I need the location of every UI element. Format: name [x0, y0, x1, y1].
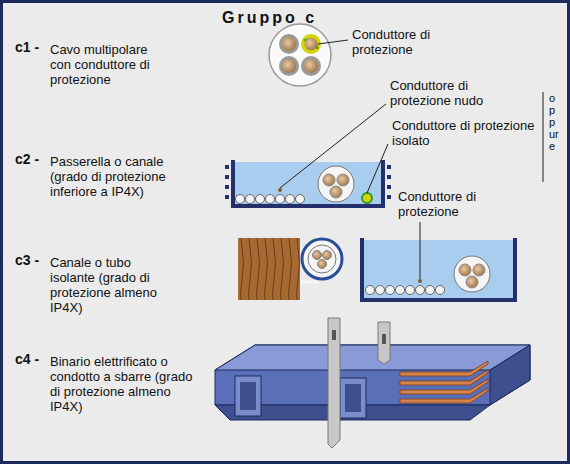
group-code: c1 -: [15, 40, 39, 55]
wire-section: [436, 286, 445, 295]
description: Cavo multipolare con conduttore di prote…: [50, 42, 170, 87]
callout-label: Conduttore di protezione: [352, 27, 492, 57]
description: Passerella o canale (grado di protezione…: [50, 154, 190, 199]
wire-section: [406, 286, 415, 295]
group-code: c3 -: [15, 253, 39, 268]
wire-section: [426, 286, 435, 295]
title: Gruppo c: [222, 10, 317, 25]
wire-section: [366, 286, 375, 295]
description: Canale o tubo isolante (grado di protezi…: [50, 255, 168, 315]
description: Binario elettrificato o condotto a sbarr…: [50, 354, 200, 414]
wire-section: [256, 195, 265, 204]
group-code: c2 -: [15, 152, 39, 167]
wire-section: [236, 195, 245, 204]
wire-section: [396, 286, 405, 295]
wire-section: [376, 286, 385, 295]
busbar: [400, 361, 488, 376]
callout-label: Conduttore di protezione: [398, 189, 518, 219]
callout-label: Conduttore di protezione isolato: [392, 118, 537, 148]
group-code: c4 -: [15, 352, 39, 367]
wire-section: [386, 286, 395, 295]
busbar: [400, 370, 488, 385]
busbar: [400, 388, 488, 403]
wire-section: [286, 195, 295, 204]
wire-section: [246, 195, 255, 204]
wire-section: [296, 195, 305, 204]
wire-section: [276, 195, 285, 204]
busbar: [400, 379, 488, 394]
alternative-note: oppure: [549, 92, 560, 152]
wire-section: [266, 195, 275, 204]
callout-label: Conduttore di protezione nudo: [390, 78, 530, 108]
wire-section: [416, 286, 425, 295]
